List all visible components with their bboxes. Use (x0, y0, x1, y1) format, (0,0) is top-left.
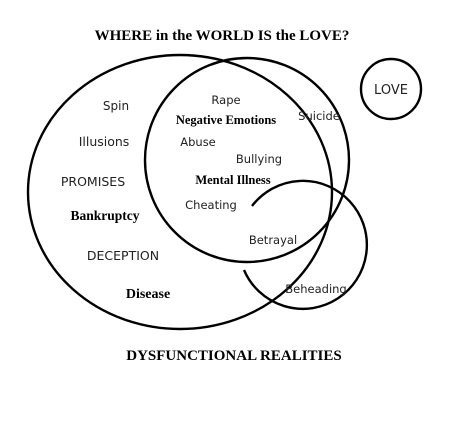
diagram-caption: DYSFUNCTIONAL REALITIES (126, 348, 341, 364)
label-betrayal: Betrayal (249, 233, 297, 247)
love-circle (359, 57, 423, 121)
left-circle (26, 53, 334, 331)
love-label: LOVE (374, 83, 408, 98)
label-bullying: Bullying (236, 152, 282, 166)
small-circle (242, 179, 369, 311)
label-promises: PROMISES (61, 174, 125, 189)
label-bankruptcy: Bankruptcy (70, 208, 139, 223)
label-mental-illness: Mental Illness (195, 173, 270, 187)
diagram-title: WHERE in the WORLD IS the LOVE? (95, 28, 350, 44)
label-disease: Disease (126, 287, 170, 302)
right-circle (143, 56, 351, 264)
label-suicide: Suicide (298, 109, 340, 123)
label-deception: DECEPTION (87, 248, 159, 263)
label-cheating: Cheating (185, 198, 237, 212)
label-spin: Spin (103, 99, 129, 113)
label-negative-emotions: Negative Emotions (176, 113, 276, 127)
label-beheading: Beheading (285, 282, 346, 296)
label-illusions: Illusions (79, 134, 130, 149)
label-abuse: Abuse (180, 135, 216, 149)
label-rape: Rape (211, 93, 240, 107)
